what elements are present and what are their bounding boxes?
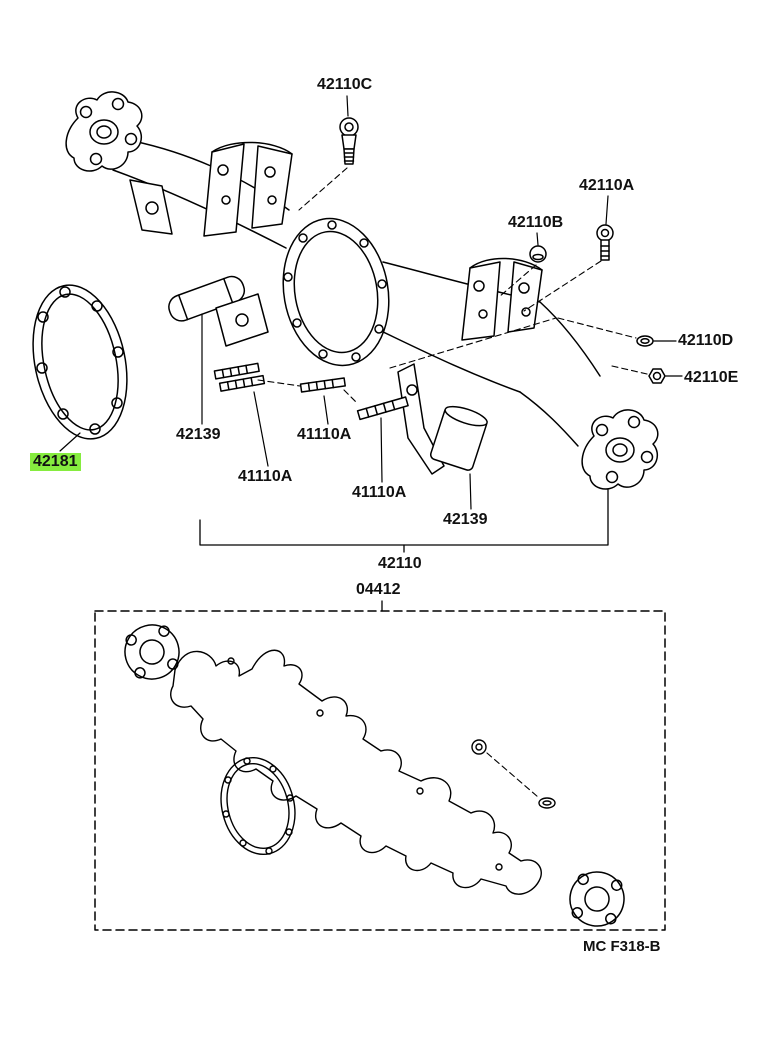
part-label-41110a-mid[interactable]: 41110A [352, 484, 407, 501]
part-label-04412-kit[interactable]: 04412 [356, 581, 401, 598]
axle-housing-drawing [65, 91, 659, 490]
figure-code: MC F318-B [583, 938, 661, 955]
stud-41110a-group-top-drawing [299, 377, 346, 393]
breather-tube-42139-left-drawing [168, 275, 269, 347]
breather-plug-42110c-drawing [339, 117, 359, 165]
stud-41110a-group-left-drawing [213, 362, 266, 392]
part-label-42139-right[interactable]: 42139 [443, 511, 488, 528]
spacer-42139-right-drawing [429, 405, 488, 471]
part-label-42139-left[interactable]: 42139 [176, 426, 221, 443]
assembly-bracket-42110 [199, 489, 609, 612]
washer-42110d-drawing [636, 335, 654, 347]
part-label-42181-highlighted[interactable]: 42181 [30, 453, 81, 471]
part-label-42110d[interactable]: 42110D [678, 332, 734, 349]
gasket-kit-drawing [118, 618, 630, 932]
part-label-41110a-top[interactable]: 41110A [297, 426, 352, 443]
part-label-42110c[interactable]: 42110C [317, 76, 373, 93]
gasket-ring-42181-drawing [32, 284, 128, 440]
plug-42110b-drawing [529, 245, 547, 263]
nut-42110e-drawing [648, 368, 666, 384]
construction-dashed-lines [257, 167, 648, 405]
part-label-42110a[interactable]: 42110A [579, 177, 635, 194]
part-label-42110e[interactable]: 42110E [684, 369, 739, 386]
part-label-41110a-left[interactable]: 41110A [238, 468, 293, 485]
gasket-kit-box [94, 610, 666, 931]
stud-41110a-group-mid-drawing [356, 396, 409, 421]
part-label-42110b[interactable]: 42110B [508, 214, 564, 231]
leader-lines [59, 95, 683, 510]
part-label-42110-assembly[interactable]: 42110 [378, 555, 422, 572]
bolt-42110a-drawing [596, 224, 614, 261]
